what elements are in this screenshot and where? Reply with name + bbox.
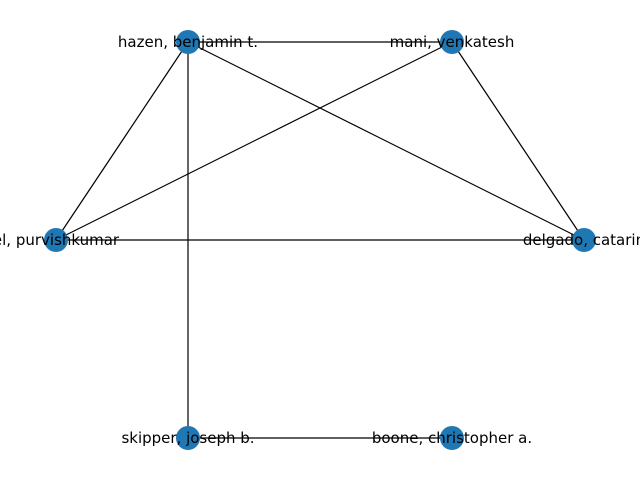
labels-layer: hazen, benjamin t. mani, venkatesh el, pur… (0, 33, 640, 447)
edge-hazen-delgado (187, 41, 585, 241)
node-label-hazen: hazen, benjamin t. (118, 33, 258, 51)
edge-mani-patel (55, 41, 453, 241)
node-mani (440, 30, 464, 54)
edge-hazen-patel (55, 41, 189, 241)
node-label-boone: boone, christopher a. (372, 429, 532, 447)
edge-mani-delgado (451, 41, 585, 241)
node-delgado (572, 228, 596, 252)
node-hazen (176, 30, 200, 54)
node-label-skipper: skipper, joseph b. (121, 429, 254, 447)
nodes-layer (44, 30, 596, 450)
node-boone (440, 426, 464, 450)
node-label-mani: mani, venkatesh (390, 33, 515, 51)
node-patel (44, 228, 68, 252)
edges-layer (55, 41, 585, 439)
node-label-delgado: delgado, catarin (523, 231, 640, 249)
node-skipper (176, 426, 200, 450)
node-label-patel: el, purvishkumar (0, 231, 120, 249)
